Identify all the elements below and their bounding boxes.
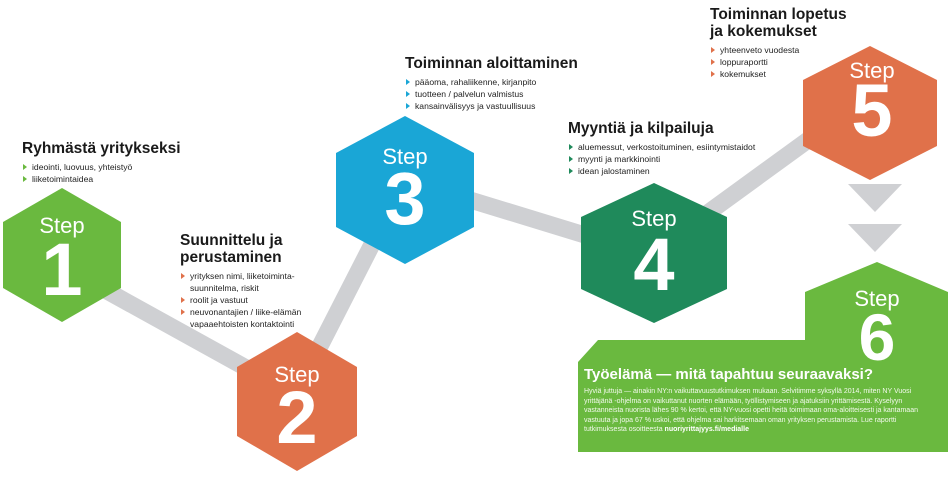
- list-item: roolit ja vastuut: [180, 294, 350, 306]
- step-4-label: Step: [631, 206, 676, 231]
- step-4-title: Myyntiä ja kilpailuja: [568, 120, 714, 137]
- list-item: tuotteen / palvelun valmistus: [405, 88, 635, 100]
- step-6-label: Step: [854, 286, 899, 311]
- step-1-number: 1: [41, 228, 82, 311]
- step-6-title: Työelämä — mitä tapahtuu seuraavaksi?: [584, 366, 873, 383]
- step-4-list: aluemessut, verkostoituminen, esiintymis…: [568, 141, 798, 177]
- list-item: yhteenveto vuodesta: [710, 44, 885, 56]
- step-3-list: pääoma, rahaliikenne, kirjanpito tuottee…: [405, 76, 635, 112]
- step-4-hexagon: Step 4: [581, 183, 727, 323]
- step-1-list: ideointi, luovuus, yhteistyö liiketoimin…: [22, 161, 222, 185]
- down-arrow-icon: [848, 224, 902, 252]
- step-2-list: yrityksen nimi, liiketoiminta-suunnitelm…: [180, 270, 350, 330]
- list-item: pääoma, rahaliikenne, kirjanpito: [405, 76, 635, 88]
- list-item: idean jalostaminen: [568, 165, 798, 177]
- step-3-number: 3: [384, 157, 425, 240]
- list-item: kansainvälisyys ja vastuullisuus: [405, 100, 635, 112]
- step-3-title: Toiminnan aloittaminen: [405, 55, 578, 72]
- step-5-label: Step: [849, 58, 894, 83]
- step-1-text: Ryhmästä yritykseksi ideointi, luovuus, …: [22, 140, 222, 185]
- step-3-hexagon: Step 3: [336, 116, 474, 264]
- step-4-number: 4: [633, 223, 674, 306]
- list-item: yrityksen nimi, liiketoiminta-suunnitelm…: [180, 270, 350, 294]
- step-5-list: yhteenveto vuodesta loppuraportti kokemu…: [710, 44, 885, 80]
- step-5-hexagon: Step 5: [803, 46, 937, 180]
- list-item: loppuraportti: [710, 56, 885, 68]
- step-1-label: Step: [39, 213, 84, 238]
- step-1-title: Ryhmästä yritykseksi: [22, 140, 181, 157]
- step-2-hexagon: Step 2: [237, 332, 357, 471]
- step-6-heading: Step 6: [854, 286, 899, 374]
- step-6-body: Hyviä juttuja — ainakin NY:n vaikuttavuu…: [584, 388, 918, 433]
- list-item: kokemukset: [710, 68, 885, 80]
- report-link[interactable]: nuoriyrittajyys.fi/medialle: [664, 426, 749, 433]
- step-5-number: 5: [851, 69, 892, 152]
- step-6-number: 6: [859, 300, 896, 374]
- list-item: ideointi, luovuus, yhteistyö: [22, 161, 222, 173]
- step-3-text: Toiminnan aloittaminen pääoma, rahaliike…: [405, 55, 635, 112]
- list-item: myynti ja markkinointi: [568, 153, 798, 165]
- step-2-number: 2: [276, 376, 317, 459]
- down-arrow-icon: [848, 184, 902, 212]
- list-item: aluemessut, verkostoituminen, esiintymis…: [568, 141, 798, 153]
- list-item: liiketoimintaidea: [22, 173, 222, 185]
- step-6-panel: [578, 262, 948, 452]
- step-2-label: Step: [274, 362, 319, 387]
- step-3-label: Step: [382, 144, 427, 169]
- step-1-hexagon: Step 1: [3, 188, 121, 322]
- step-4-text: Myyntiä ja kilpailuja aluemessut, verkos…: [568, 120, 798, 177]
- step-6-text: Työelämä — mitä tapahtuu seuraavaksi? Hy…: [584, 366, 928, 435]
